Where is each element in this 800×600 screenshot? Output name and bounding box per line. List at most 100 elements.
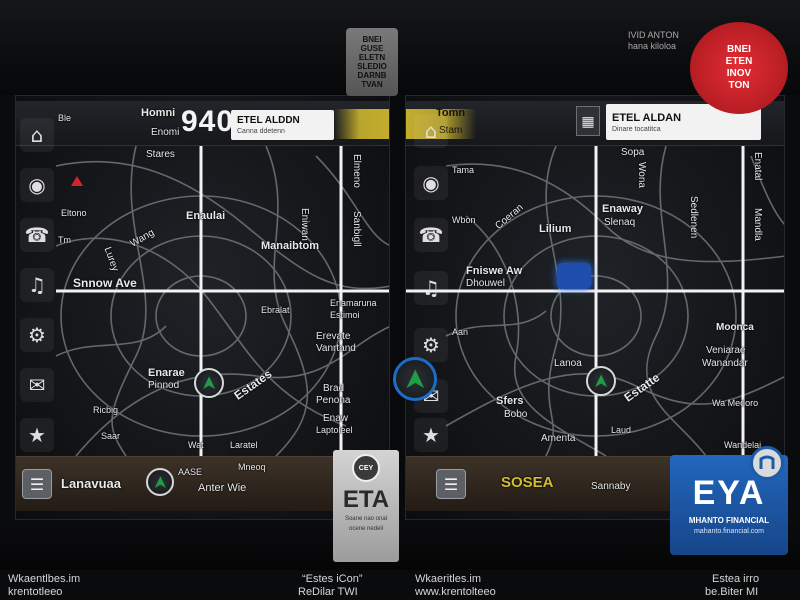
- right-map-roads[interactable]: [406, 96, 785, 520]
- badge-line: BNEI: [727, 44, 751, 55]
- bottom-bar-item[interactable]: SOSEA: [501, 474, 554, 491]
- header-name: Tomn: [436, 107, 466, 119]
- bottom-bezel: [0, 520, 800, 570]
- star-icon[interactable]: ★: [20, 418, 54, 452]
- logo-icon: [750, 446, 784, 480]
- header-highlight: [406, 109, 476, 139]
- sidebar-label: Ble: [58, 113, 72, 123]
- footer-caption: “Estes iCon”: [302, 573, 363, 585]
- pin-icon[interactable]: ◉: [414, 166, 448, 200]
- map-label: Eltono: [61, 208, 87, 218]
- map-label: Snnow Ave: [73, 276, 137, 290]
- map-label: Eniwan: [299, 208, 310, 241]
- footer-caption: Estea irro: [712, 573, 760, 585]
- blue-sign: EYA MHANTO FINANCIAL mahanto.financial.c…: [670, 455, 788, 555]
- badge-line: SLEDIO: [357, 61, 387, 71]
- mail-icon[interactable]: ✉: [20, 368, 54, 402]
- badge-line: DARNB: [357, 70, 387, 80]
- traffic-marker[interactable]: [557, 263, 591, 289]
- top-right-caption: IVID ANTON hana kiloloa: [628, 30, 679, 52]
- header-sub: Stam: [439, 125, 463, 136]
- badge-line: BNEI: [362, 34, 382, 44]
- map-label: Laratel: [230, 440, 258, 450]
- current-position-icon[interactable]: [393, 357, 437, 401]
- destination-field[interactable]: ETEL ALDDN Canna ddetenn: [231, 110, 334, 140]
- poi-list-icon[interactable]: ▦: [576, 106, 600, 136]
- left-navigation-screen[interactable]: Homni Enomi Stares 940 ETEL ALDDN Canna …: [15, 95, 390, 520]
- destination-text: ETEL ALDAN: [612, 111, 682, 124]
- map-label: Erevate: [316, 331, 351, 342]
- sign-title: ETA: [342, 486, 390, 513]
- phone-icon[interactable]: ☎: [414, 218, 448, 252]
- map-label: Sedlenen: [688, 196, 699, 239]
- map-label: Amenta: [541, 433, 576, 444]
- sign-title: EYA: [692, 473, 766, 512]
- badge-line: TVAN: [361, 79, 383, 89]
- map-label: Wa Medoro: [712, 398, 759, 408]
- sign-line: Soane nao onal: [344, 516, 388, 522]
- map-label: Enatal: [752, 152, 763, 181]
- map-label: Wat: [188, 440, 204, 450]
- sidebar-label: Tama: [452, 165, 475, 175]
- top-center-badge: BNEI GUSE ELETN SLEDIO DARNB TVAN: [346, 28, 398, 96]
- destination-text: ETEL ALDDN: [237, 115, 300, 126]
- navigation-arrow-icon[interactable]: [194, 368, 224, 398]
- map-label: Estimoi: [330, 310, 360, 320]
- map-label: Bobo: [504, 409, 528, 420]
- map-label: Enaway: [602, 203, 643, 215]
- footer-caption: Wkaeritles.im: [415, 573, 482, 585]
- alert-icon: [71, 176, 83, 186]
- map-label: Wanandar: [702, 358, 748, 369]
- map-label: Veniarae: [706, 345, 746, 356]
- map-label: Enarae: [148, 367, 185, 379]
- bottom-bar-item[interactable]: Lanavuaa: [61, 476, 121, 491]
- map-label: Ricbig: [93, 405, 119, 415]
- caption-line: IVID ANTON: [628, 30, 679, 40]
- map-label: Laptoleel: [316, 425, 353, 435]
- map-label: Pinnod: [148, 380, 180, 391]
- map-label: Enamaruna: [330, 298, 377, 308]
- bottom-bar-item: AASE: [178, 467, 203, 477]
- map-label: Lilium: [539, 223, 572, 235]
- sidebar-label: Aan: [452, 327, 469, 337]
- home-icon[interactable]: ⌂: [20, 118, 54, 152]
- badge-line: ETEN: [725, 56, 753, 67]
- pin-icon[interactable]: ◉: [20, 168, 54, 202]
- music-icon[interactable]: ♫: [20, 268, 54, 302]
- map-label: Penona: [316, 395, 351, 406]
- left-map-roads[interactable]: [16, 96, 390, 520]
- gear-icon[interactable]: ⚙: [414, 328, 448, 362]
- sign-emblem: CEY: [352, 454, 380, 482]
- top-bezel: [0, 0, 800, 95]
- home-icon[interactable]: ⌂: [414, 114, 448, 148]
- bottom-bar-item[interactable]: Sannaby: [591, 481, 631, 492]
- map-label: Vanrtand: [316, 343, 356, 354]
- menu-icon[interactable]: ☰: [436, 469, 466, 499]
- map-label: Moonca: [716, 322, 754, 333]
- bottom-bar-item[interactable]: Anter Wie: [198, 482, 247, 494]
- music-icon[interactable]: ♫: [414, 271, 448, 305]
- navigation-arrow-icon[interactable]: [146, 468, 174, 496]
- sidebar-label: Tm: [58, 235, 71, 245]
- map-label: Sanbigll: [351, 211, 362, 247]
- navigation-arrow-icon[interactable]: [586, 366, 616, 396]
- header-sub: Sopa: [621, 147, 645, 158]
- map-label: Sfers: [496, 395, 524, 407]
- footer-caption: krentotleeo: [8, 586, 63, 598]
- screen-divider: [391, 95, 404, 520]
- center-bottom-sign: CEY ETA Soane nao onal ocene nedeil: [333, 450, 399, 562]
- right-navigation-screen[interactable]: Tomn Stam Sopa ▦ ETEL ALDAN Dinare tocat…: [405, 95, 785, 520]
- phone-icon[interactable]: ☎: [20, 218, 54, 252]
- map-label: Slenaq: [604, 217, 636, 228]
- sign-line: mahanto.financial.com: [693, 527, 765, 535]
- footer-caption: Wkaentlbes.im: [8, 573, 81, 585]
- map-label: Enaw: [323, 413, 349, 424]
- header-name: Homni: [141, 107, 176, 119]
- map-label: Lanoa: [554, 358, 582, 369]
- menu-icon[interactable]: ☰: [22, 469, 52, 499]
- star-icon[interactable]: ★: [414, 418, 448, 452]
- header-sub: Enomi: [151, 127, 180, 138]
- destination-subtext: Dinare tocatitca: [612, 125, 661, 133]
- sidebar-label: Wbon: [452, 215, 476, 225]
- gear-icon[interactable]: ⚙: [20, 318, 54, 352]
